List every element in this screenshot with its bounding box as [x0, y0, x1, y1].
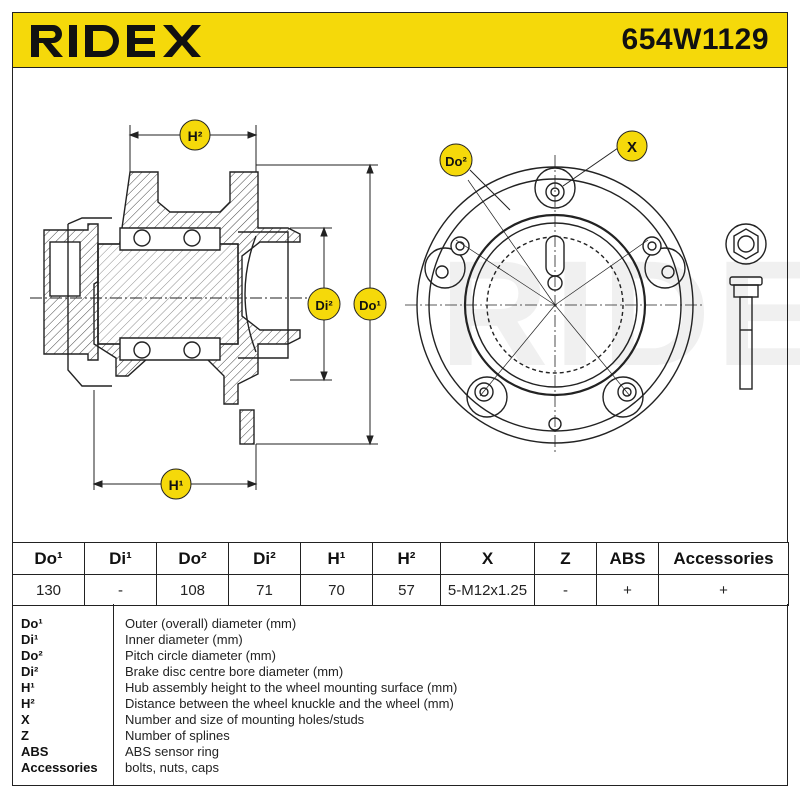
header-abs: ABS [596, 542, 659, 575]
svg-text:Do¹: Do¹ [359, 298, 381, 313]
legend-desc: Pitch circle diameter (mm) [125, 648, 276, 663]
value-do2: 108 [156, 574, 229, 606]
legend-row: ABS ABS sensor ring [13, 744, 789, 760]
legend-row: X Number and size of mounting holes/stud… [13, 712, 789, 728]
legend-key: Z [21, 728, 29, 743]
legend-desc: Number of splines [125, 728, 230, 743]
ridex-logo [31, 25, 201, 57]
badge-x: X [616, 130, 648, 162]
badge-do2: Do² [439, 143, 473, 177]
svg-text:Di²: Di² [315, 298, 333, 313]
svg-text:Do²: Do² [445, 154, 467, 169]
legend-desc: Brake disc centre bore diameter (mm) [125, 664, 344, 679]
svg-text:H²: H² [188, 128, 203, 144]
header-z: Z [534, 542, 597, 575]
legend-row: Do² Pitch circle diameter (mm) [13, 648, 789, 664]
table-header-row: Do¹ Di¹ Do² Di² H¹ H² X Z ABS Accessorie… [12, 542, 789, 575]
svg-text:X: X [627, 139, 637, 156]
badge-h1: H¹ [160, 468, 192, 500]
legend-desc: Number and size of mounting holes/studs [125, 712, 365, 727]
legend-key: Accessories [21, 760, 98, 775]
header-di2: Di² [228, 542, 301, 575]
value-di2: 71 [228, 574, 301, 606]
legend-key: Di¹ [21, 632, 39, 647]
part-number: 654W1129 [621, 23, 769, 56]
legend-key: H² [21, 696, 35, 711]
legend-desc: Outer (overall) diameter (mm) [125, 616, 297, 631]
drawing-frame [12, 68, 788, 542]
legend-desc: bolts, nuts, caps [125, 760, 219, 775]
technical-drawing: RIDEX [30, 119, 800, 500]
legend-key: Do¹ [21, 616, 43, 631]
legend-desc: Distance between the wheel knuckle and t… [125, 696, 454, 711]
badge-di2: Di² [307, 287, 341, 321]
hub-cross-section [30, 171, 310, 445]
legend-row: Do¹ Outer (overall) diameter (mm) [13, 616, 789, 632]
legend-desc: Hub assembly height to the wheel mountin… [125, 680, 458, 695]
legend-key: Di² [21, 664, 39, 679]
legend-divider [113, 604, 114, 785]
header-do2: Do² [156, 542, 229, 575]
header-di1: Di¹ [84, 542, 157, 575]
legend-row: Di¹ Inner diameter (mm) [13, 632, 789, 648]
spec-table: Do¹ Di¹ Do² Di² H¹ H² X Z ABS Accessorie… [12, 542, 789, 606]
legend-row: Z Number of splines [13, 728, 789, 744]
header-bar: 654W1129 [12, 12, 788, 68]
svg-text:H¹: H¹ [169, 477, 184, 493]
badge-h2: H² [179, 119, 211, 151]
bolt-accessory [725, 223, 767, 390]
legend-desc: Inner diameter (mm) [125, 632, 243, 647]
value-h1: 70 [300, 574, 373, 606]
table-value-row: 130 - 108 71 70 57 5-M12x1.25 - + + [12, 574, 789, 606]
value-accessories: + [658, 574, 789, 606]
legend: Do¹ Outer (overall) diameter (mm) Di¹ In… [12, 604, 788, 786]
legend-key: ABS [21, 744, 49, 759]
hub-front-view [405, 147, 705, 455]
header-accessories: Accessories [658, 542, 789, 575]
legend-key: X [21, 712, 30, 727]
header-do1: Do¹ [12, 542, 85, 575]
value-do1: 130 [12, 574, 85, 606]
header-x: X [440, 542, 535, 575]
legend-row: Di² Brake disc centre bore diameter (mm) [13, 664, 789, 680]
legend-key: Do² [21, 648, 43, 663]
header-h1: H¹ [300, 542, 373, 575]
legend-row: H¹ Hub assembly height to the wheel moun… [13, 680, 789, 696]
legend-key: H¹ [21, 680, 35, 695]
value-abs: + [596, 574, 659, 606]
badge-do1: Do¹ [353, 287, 387, 321]
do2-leader [469, 169, 511, 211]
header-h2: H² [372, 542, 441, 575]
value-di1: - [84, 574, 157, 606]
value-x: 5-M12x1.25 [440, 574, 535, 606]
value-z: - [534, 574, 597, 606]
legend-desc: ABS sensor ring [125, 744, 219, 759]
value-h2: 57 [372, 574, 441, 606]
legend-row: Accessories bolts, nuts, caps [13, 760, 789, 776]
legend-row: H² Distance between the wheel knuckle an… [13, 696, 789, 712]
